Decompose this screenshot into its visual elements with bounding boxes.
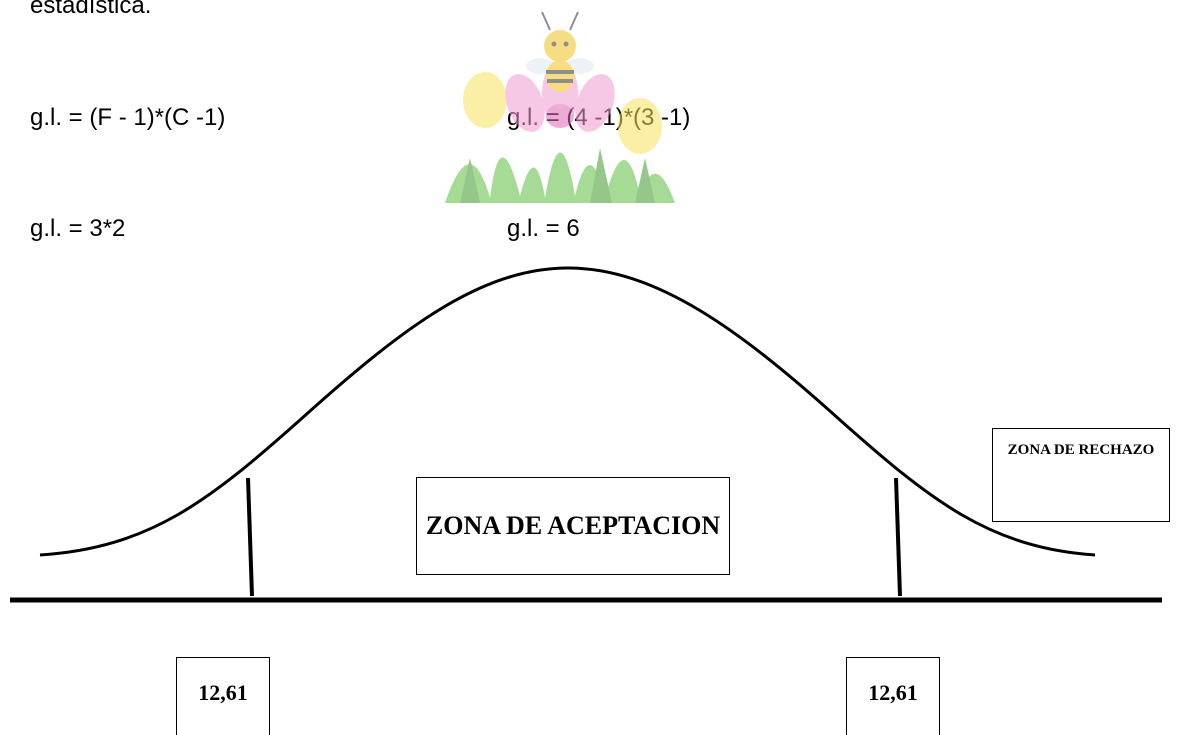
formula-gl-product: g.l. = 3*2 [30, 215, 126, 242]
critical-value-left-box: 12,61 [176, 657, 270, 735]
critical-line-left [246, 477, 254, 597]
heading-text: estadística. [30, 0, 152, 19]
bell-curve [39, 266, 1096, 557]
acceptance-zone-box: ZONA DE ACEPTACION [416, 477, 730, 575]
rejection-zone-box: ZONA DE RECHAZO [992, 428, 1170, 522]
formula-gl-general: g.l. = (F - 1)*(C -1) [30, 104, 226, 131]
formula-gl-result: g.l. = 6 [507, 215, 580, 242]
critical-line-right [894, 477, 902, 597]
bee-flowers-clipart-icon [445, 11, 675, 203]
critical-value-right-box: 12,61 [846, 657, 940, 735]
